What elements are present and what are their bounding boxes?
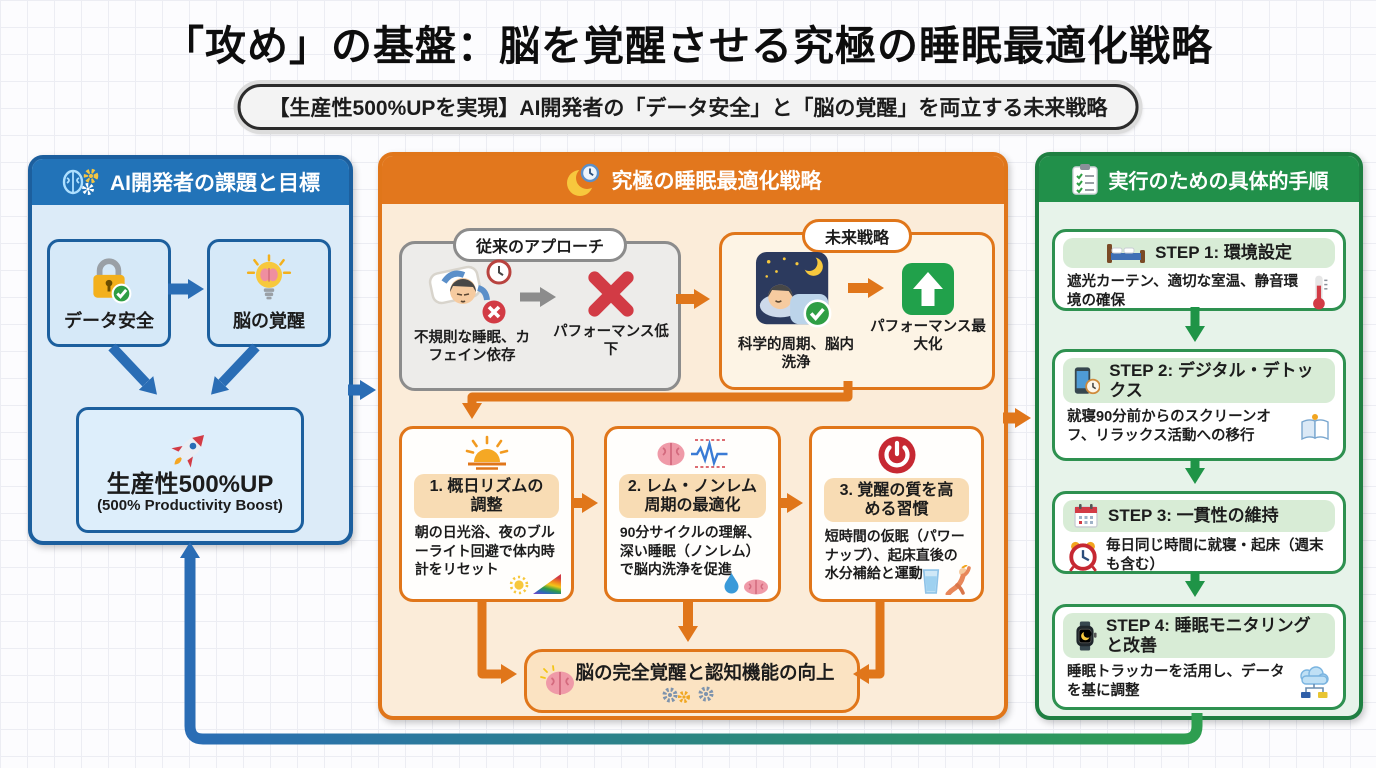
open-book-icon	[1301, 413, 1329, 441]
step-1-body: 遮光カーテン、適切な室温、静音環境の確保	[1067, 274, 1299, 309]
future-strategy-box: 未来戦略 科学的周	[719, 219, 995, 390]
cloud-network-icon	[1300, 666, 1329, 698]
thermometer-icon	[1313, 275, 1328, 310]
moon-clock-icon	[566, 163, 599, 196]
step-card-1: STEP 1: 環境設定 遮光カーテン、適切な室温、静音環境の確保	[1052, 229, 1346, 311]
left-panel-header: AI開発者の課題と目標	[32, 159, 349, 205]
panel-action-steps: 実行のための具体的手順 STEP 1: 環境設定 遮光カーテン、適切な室温、静音…	[1035, 152, 1363, 720]
conventional-effect-caption: パフォーマンス低下	[553, 324, 669, 359]
middle-panel-title: 究極の睡眠最適化戦略	[611, 170, 822, 193]
sunrise-icon	[465, 435, 508, 470]
step-2-body: 就寝90分前からのスクリーンオフ、リラックス活動への移行	[1067, 409, 1271, 444]
future-cause: 科学的周期、脳内洗浄	[732, 251, 860, 372]
future-effect: パフォーマンス最大化	[870, 263, 986, 354]
up-arrow-icon	[902, 263, 954, 315]
right-panel-header: 実行のための具体的手順	[1039, 156, 1359, 202]
phone-clock-icon	[1074, 366, 1101, 394]
strategy-3-title: 3. 覚醒の質を高める習慣	[823, 478, 970, 523]
strategy-2-body: 90分サイクルの理解、深い睡眠（ノンレム）で脳内洗浄を促進	[619, 524, 761, 577]
conventional-label: 従来のアプローチ	[452, 228, 628, 262]
step-3-title-pill: STEP 3: 一貫性の維持	[1063, 500, 1335, 532]
conventional-effect: パフォーマンス低下	[552, 268, 670, 359]
panel-sleep-strategy: 究極の睡眠最適化戦略 従来のアプローチ 不規則な	[378, 152, 1008, 720]
future-effect-caption: パフォーマンス最大化	[870, 319, 986, 354]
brain-wave-icon	[657, 439, 727, 468]
left-panel-title: AI開発者の課題と目標	[110, 172, 320, 195]
mini-brain-icon	[744, 579, 769, 595]
gears-icon	[662, 686, 714, 703]
strategy-2-corner-icons	[723, 572, 769, 595]
step-1-body-row: 遮光カーテン、適切な室温、静音環境の確保	[1063, 273, 1335, 311]
strategy-card-1: 1. 概日リズムの調整 朝の日光浴、夜のブルーライト回避で体内時計をリセット	[399, 426, 574, 602]
stretching-person-icon	[945, 565, 972, 595]
conventional-approach-box: 従来のアプローチ 不規則な睡眠、カフェイン依存	[399, 228, 681, 391]
strategy-3-corner-icons	[921, 565, 972, 595]
step-1-title-pill: STEP 1: 環境設定	[1063, 238, 1335, 268]
goal-title: 生産性500%UP	[106, 470, 274, 498]
strategy-1-body-wrap: 朝の日光浴、夜のブルーライト回避で体内時計をリセット	[409, 518, 564, 599]
strategy-2-title: 2. レム・ノンレム周期の最適化	[618, 474, 767, 519]
data-safety-label: データ安全	[64, 310, 154, 331]
rainbow-icon	[533, 574, 562, 594]
sun-icon	[509, 575, 529, 595]
step-2-title-pill: STEP 2: デジタル・デトックス	[1063, 358, 1335, 404]
step-4-title-pill: STEP 4: 睡眠モニタリングと改善	[1063, 613, 1335, 659]
water-drop-icon	[724, 573, 739, 594]
brain-gears-icon	[62, 168, 99, 195]
step-4-body-row: 睡眠トラッカーを活用し、データを基に調整	[1063, 663, 1335, 701]
strategy-1-body: 朝の日光浴、夜のブルーライト回避で体内時計をリセット	[414, 524, 555, 577]
alarm-clock-icon	[1069, 541, 1097, 572]
step-4-title: STEP 4: 睡眠モニタリングと改善	[1105, 616, 1311, 655]
conventional-cause-caption: 不規則な睡眠、カフェイン依存	[414, 330, 530, 365]
red-x-icon	[588, 271, 634, 317]
step-card-2: STEP 2: デジタル・デトックス 就寝90分前からのスクリーンオフ、リラック…	[1052, 349, 1346, 461]
data-safety-node: データ安全	[47, 239, 171, 347]
sleeping-person-icon	[755, 251, 832, 328]
productivity-goal-node: 生産性500%UP (500% Productivity Boost)	[76, 407, 304, 533]
calendar-icon	[1074, 504, 1098, 528]
middle-panel-header: 究極の睡眠最適化戦略	[382, 156, 1004, 204]
bed-icon	[1107, 244, 1146, 263]
strategy-1-corner-icons	[509, 573, 562, 595]
right-panel-title: 実行のための具体的手順	[1108, 170, 1329, 193]
outcome-text: 脳の完全覚醒と認知機能の向上	[575, 662, 835, 683]
awakened-brain-icon	[540, 665, 574, 695]
brain-awakening-node: 脳の覚醒	[207, 239, 331, 347]
subtitle-text: 【生産性500%UPを実現】AI開発者の「データ安全」と「脳の覚醒」を両立する未…	[268, 97, 1108, 120]
future-cause-caption: 科学的周期、脳内洗浄	[738, 337, 854, 372]
strategy-card-3: 3. 覚醒の質を高める習慣 短時間の仮眠（パワーナップ）、起床直後の水分補給と運…	[809, 426, 984, 602]
step-card-3: STEP 3: 一貫性の維持 毎日同じ時間に就寝・起床（週末も含む）	[1052, 491, 1346, 574]
sleepless-person-icon	[428, 259, 512, 324]
step-2-title: STEP 2: デジタル・デトックス	[1109, 361, 1314, 400]
step-2-body-row: 就寝90分前からのスクリーンオフ、リラックス活動への移行	[1063, 408, 1335, 446]
water-glass-icon	[923, 569, 940, 594]
step-3-body: 毎日同じ時間に就寝・起床（週末も含む）	[1106, 538, 1324, 573]
conventional-cause: 不規則な睡眠、カフェイン依存	[408, 258, 536, 365]
step-3-body-row: 毎日同じ時間に就寝・起床（週末も含む）	[1063, 537, 1335, 575]
power-icon	[878, 436, 915, 474]
step-3-title: STEP 3: 一貫性の維持	[1108, 506, 1279, 526]
future-label: 未来戦略	[801, 219, 913, 253]
bulb-brain-icon	[246, 253, 292, 299]
lock-check-icon	[93, 257, 132, 303]
strategy-card-2: 2. レム・ノンレム周期の最適化 90分サイクルの理解、深い睡眠（ノンレム）で脳…	[604, 426, 781, 602]
rocket-icon	[171, 434, 205, 468]
subtitle-banner: 【生産性500%UPを実現】AI開発者の「データ安全」と「脳の覚醒」を両立する未…	[237, 84, 1139, 130]
strategy-2-body-wrap: 90分サイクルの理解、深い睡眠（ノンレム）で脳内洗浄を促進	[614, 518, 771, 599]
strategy-1-title: 1. 概日リズムの調整	[413, 474, 560, 519]
smartwatch-icon	[1076, 620, 1097, 651]
strategy-3-body-wrap: 短時間の仮眠（パワーナップ）、起床直後の水分補給と運動	[819, 522, 974, 599]
clipboard-check-icon	[1071, 164, 1098, 195]
page-title: 「攻め」の基盤：脳を覚醒させる究極の睡眠最適化戦略	[163, 23, 1213, 69]
step-card-4: STEP 4: 睡眠モニタリングと改善 睡眠トラッカーを活用し、データを基に調整	[1052, 604, 1346, 710]
outcome-box: 脳の完全覚醒と認知機能の向上	[524, 649, 860, 713]
panel-developer-goals: AI開発者の課題と目標 データ安全	[28, 155, 353, 545]
brain-awakening-label: 脳の覚醒	[233, 310, 305, 331]
step-1-title: STEP 1: 環境設定	[1155, 243, 1292, 263]
goal-subtitle: (500% Productivity Boost)	[97, 497, 283, 515]
step-4-body: 睡眠トラッカーを活用し、データを基に調整	[1067, 664, 1285, 699]
